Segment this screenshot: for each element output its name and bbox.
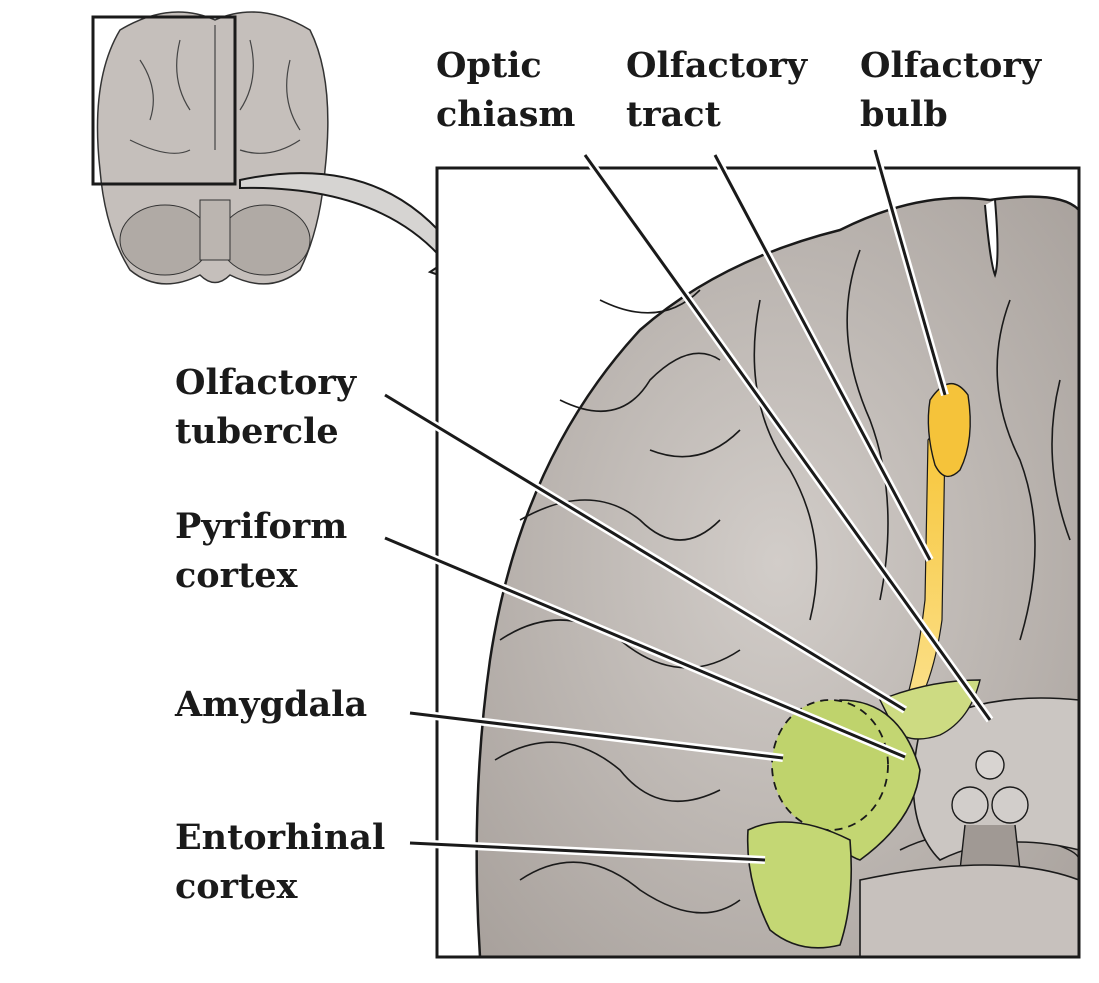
thumbnail-highlight-box [91, 15, 237, 186]
leader-olfactory-tract [713, 154, 932, 561]
label-line: Olfactory [860, 45, 1042, 86]
label-amygdala: Amygdala [175, 680, 367, 729]
label-line: bulb [860, 94, 948, 135]
label-olfactory-bulb: Olfactory bulb [860, 41, 1041, 139]
thumbnail-brain [91, 11, 329, 285]
label-line: Amygdala [175, 684, 368, 725]
label-line: Entorhinal [175, 817, 386, 858]
leader-amygdala [409, 711, 784, 760]
leader-optic-chiasm [583, 154, 992, 721]
brain-closeup [437, 168, 1079, 957]
label-line: cortex [175, 866, 298, 907]
leader-lines [382, 148, 994, 864]
entorhinal-cortex [746, 821, 853, 949]
label-line: chiasm [436, 94, 576, 135]
label-line: tract [626, 94, 721, 135]
label-line: Olfactory [175, 362, 357, 403]
leader-pyriform-cortex [384, 536, 906, 759]
label-line: Olfactory [626, 45, 808, 86]
olfactory-tubercle [879, 679, 981, 740]
label-olfactory-tract: Olfactory tract [626, 41, 807, 139]
label-line: Pyriform [175, 506, 348, 547]
leader-olfactory-bulb [873, 149, 947, 396]
label-olfactory-tubercle: Olfactory tubercle [175, 358, 356, 456]
label-line: tubercle [175, 411, 339, 452]
amygdala [771, 699, 889, 831]
label-entorhinal-cortex: Entorhinal cortex [175, 813, 385, 911]
label-line: cortex [175, 555, 298, 596]
olfactory-bulb [927, 383, 971, 478]
leader-olfactory-tubercle [384, 393, 906, 712]
label-pyriform-cortex: Pyriform cortex [175, 502, 347, 600]
leader-entorhinal-cortex [409, 841, 766, 862]
label-line: Optic [436, 45, 542, 86]
label-optic-chiasm: Optic chiasm [436, 41, 575, 139]
